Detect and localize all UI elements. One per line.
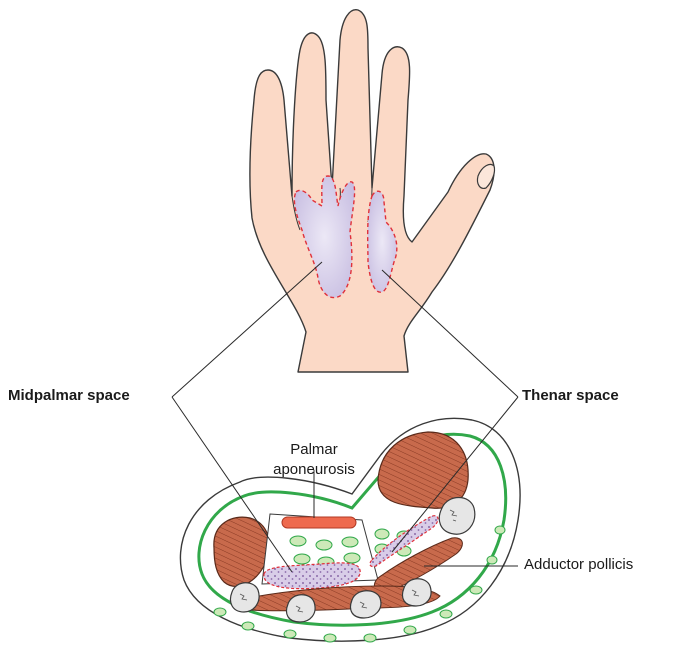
metacarpal-1 xyxy=(439,498,474,535)
thenar-space-label: Thenar space xyxy=(522,387,619,404)
metacarpal-4 xyxy=(287,595,316,622)
metacarpal-5 xyxy=(231,583,260,612)
palmar-aponeurosis-bar xyxy=(282,517,356,528)
midpalmar-space-label: Midpalmar space xyxy=(8,387,130,404)
adductor-pollicis-label: Adductor pollicis xyxy=(524,556,633,573)
metacarpal-3 xyxy=(351,591,381,618)
metacarpal-2 xyxy=(403,579,432,606)
leader-midpalmar-hand xyxy=(172,262,322,397)
palmar-aponeurosis-label-line1: Palmar xyxy=(254,440,374,460)
palmar-aponeurosis-label-line2: aponeurosis xyxy=(254,460,374,480)
palmar-aponeurosis-label: Palmar aponeurosis xyxy=(254,440,374,480)
